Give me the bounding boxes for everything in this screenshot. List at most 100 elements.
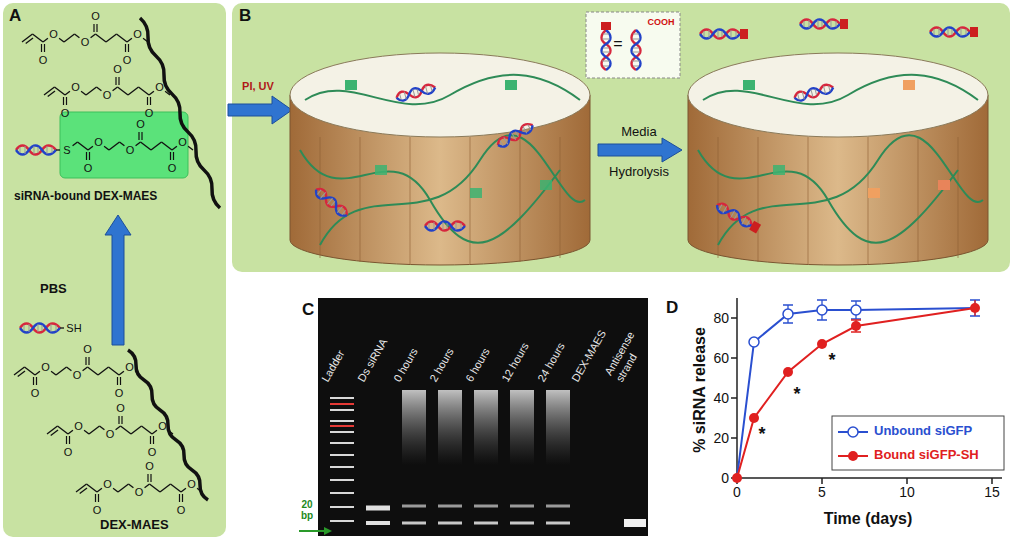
hydrogel-cylinder	[305, 75, 580, 104]
legend-text: Bound siGFP-SH	[874, 448, 979, 463]
bond-line	[86, 87, 97, 95]
bond-line	[118, 484, 129, 492]
unbound-markers	[749, 305, 861, 347]
bond-line	[147, 474, 148, 482]
bond-line	[75, 34, 80, 38]
bond-line	[51, 430, 58, 436]
tick-label: 5	[818, 484, 826, 500]
panel-a-ground	[60, 112, 188, 178]
bond-line	[109, 142, 120, 150]
atom-label: O	[84, 162, 93, 174]
unbound-markers	[851, 305, 861, 315]
bond-line	[117, 34, 128, 42]
bond-line	[113, 488, 118, 492]
bound-series	[783, 367, 793, 377]
size-marker: 20 bp	[297, 499, 317, 521]
bond-line	[25, 367, 36, 375]
atom-label: O	[178, 136, 187, 148]
hydrogel-cylinder	[868, 188, 880, 198]
bond-line	[139, 87, 150, 95]
bond-line	[165, 91, 170, 95]
bond-line	[117, 377, 118, 385]
bond-line	[51, 371, 56, 375]
bond-line	[91, 34, 96, 38]
bond-line	[59, 38, 64, 42]
process-arrow	[598, 138, 682, 162]
atom-label: O	[81, 36, 90, 48]
bond-line	[119, 371, 124, 375]
atom-label: O	[136, 118, 145, 130]
bond-line	[149, 91, 154, 95]
marker-arrow	[299, 530, 324, 532]
significance-mark: *	[758, 424, 765, 445]
bond-line	[152, 430, 157, 434]
bound-series	[732, 300, 980, 483]
bond-line	[80, 488, 87, 494]
bond-line	[136, 142, 141, 146]
hydrogel-cylinder	[290, 53, 590, 137]
sirna-symbol	[56, 149, 60, 150]
bond-line	[96, 34, 107, 42]
bond-line	[138, 132, 139, 140]
hydrogel-cylinder	[425, 222, 465, 231]
atom-label: O	[64, 446, 73, 458]
bond-line	[118, 77, 119, 85]
tick-label: 40	[713, 390, 729, 406]
atom-label: O	[106, 428, 115, 440]
structure-group: DEX-MAES	[8, 345, 224, 536]
bond-line	[93, 24, 94, 32]
bond-line	[150, 436, 151, 444]
bond-line	[129, 484, 134, 488]
bond-line	[127, 38, 132, 42]
chart-axes	[731, 298, 1002, 484]
bond-line	[26, 38, 33, 44]
panel-b-ground	[232, 3, 1010, 272]
bond-line	[33, 34, 44, 42]
bond-line	[128, 44, 129, 52]
hydrogel-cylinder	[290, 53, 590, 265]
significance-mark: *	[793, 384, 800, 405]
inset-box	[586, 12, 680, 78]
gel-image	[318, 298, 648, 536]
gel-image	[366, 521, 390, 525]
bond-line	[14, 367, 25, 375]
bond-line	[168, 430, 173, 434]
hydrogel-cylinder	[496, 121, 535, 149]
bond-line	[151, 142, 162, 150]
released-sirna	[700, 19, 978, 39]
hydrogel-cylinder	[540, 180, 552, 190]
unbound-markers	[749, 337, 759, 347]
bond-line	[48, 91, 55, 97]
bond-line	[153, 436, 154, 444]
significance-mark: *	[828, 350, 835, 371]
bond-line	[116, 426, 121, 430]
legend-box	[848, 451, 858, 461]
atom-label: O	[155, 81, 164, 93]
group-label: COOH	[648, 17, 675, 27]
bond-line	[43, 38, 48, 42]
atom-label: O	[113, 63, 122, 75]
atom-label: O	[103, 478, 112, 490]
gel-image	[330, 398, 354, 521]
hydrogel-cylinder	[698, 150, 958, 243]
atom-label: O	[123, 54, 132, 66]
process-label: PI, UV	[242, 80, 274, 93]
gel-image	[318, 298, 648, 536]
bond-line	[182, 494, 183, 502]
panel-letter: D	[666, 298, 678, 318]
bond-line	[135, 371, 140, 375]
atom-label: O	[168, 162, 177, 174]
inset-box	[601, 22, 611, 70]
atom-label: O	[39, 54, 48, 66]
atom-label: O	[71, 81, 80, 93]
bound-series	[851, 321, 861, 331]
marker-arrow	[299, 527, 332, 535]
hydrogel-cylinder	[320, 135, 585, 245]
atom-label: O	[125, 361, 134, 373]
bond-line	[44, 44, 45, 52]
bond-line	[150, 97, 151, 105]
atom-label: O	[158, 420, 167, 432]
atom-label: O	[83, 343, 92, 355]
